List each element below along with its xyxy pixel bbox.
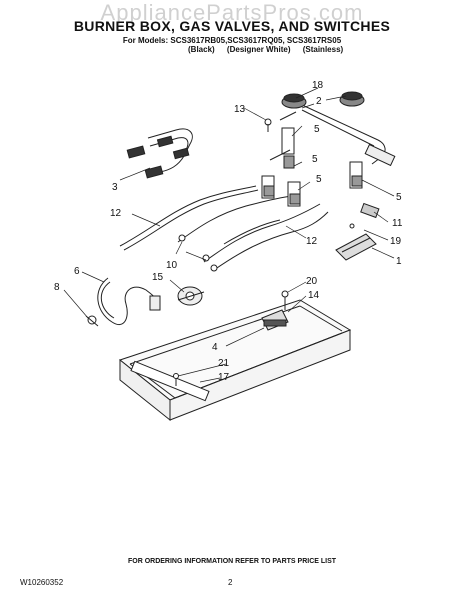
burner-heads: [281, 91, 365, 109]
finish-black: (Black): [188, 45, 215, 54]
finish-list: (Black) (Designer White) (Stainless): [188, 45, 418, 54]
callout-13: 13: [234, 104, 246, 115]
callout-6: 6: [74, 266, 80, 277]
callout-18: 18: [312, 80, 324, 91]
callout-1: 1: [396, 256, 402, 267]
switch-module: [261, 290, 289, 331]
callout-2: 2: [316, 96, 322, 107]
callout-numbers: 13 18 2 5 5 5 5 3 12 12 10 10 11 19 1 6 …: [54, 80, 403, 383]
callout-15: 15: [152, 272, 164, 283]
callout-14: 14: [308, 290, 320, 301]
gas-tubes: [119, 185, 329, 272]
finish-designer-white: (Designer White): [226, 45, 291, 54]
callout-5d: 5: [396, 192, 402, 203]
callout-19: 19: [390, 236, 402, 247]
mounting-screw: [264, 118, 272, 132]
document-code: W10260352: [20, 578, 64, 587]
page-number: 2: [228, 578, 233, 587]
callout-8: 8: [54, 282, 60, 293]
switch-bracket: [335, 202, 380, 261]
callout-5b: 5: [312, 154, 318, 165]
gas-manifold: [299, 103, 396, 167]
callout-17: 17: [218, 372, 230, 383]
ordering-info: FOR ORDERING INFORMATION REFER TO PARTS …: [127, 558, 337, 565]
callout-5c: 5: [316, 174, 322, 185]
callout-4: 4: [212, 342, 218, 353]
gas-valves: [261, 111, 363, 207]
burner-box-tray: [118, 299, 352, 422]
callout-20: 20: [306, 276, 318, 287]
ignitor-harness: [126, 128, 193, 179]
callout-3: 3: [112, 182, 118, 193]
page-title: BURNER BOX, GAS VALVES, AND SWITCHES: [73, 18, 391, 34]
model-list: For Models: SCS3617RB05,SCS3617RQ05, SCS…: [122, 36, 342, 45]
leader-lines: [63, 87, 395, 383]
callout-5a: 5: [314, 124, 320, 135]
power-cord: [85, 277, 161, 327]
finish-stainless: (Stainless): [302, 45, 344, 54]
callout-12a: 12: [110, 208, 122, 219]
callout-12b: 12: [306, 236, 318, 247]
callout-11: 11: [392, 218, 403, 229]
spark-module: [177, 286, 205, 306]
callout-21: 21: [218, 358, 230, 369]
callout-10a: 10: [166, 260, 178, 271]
